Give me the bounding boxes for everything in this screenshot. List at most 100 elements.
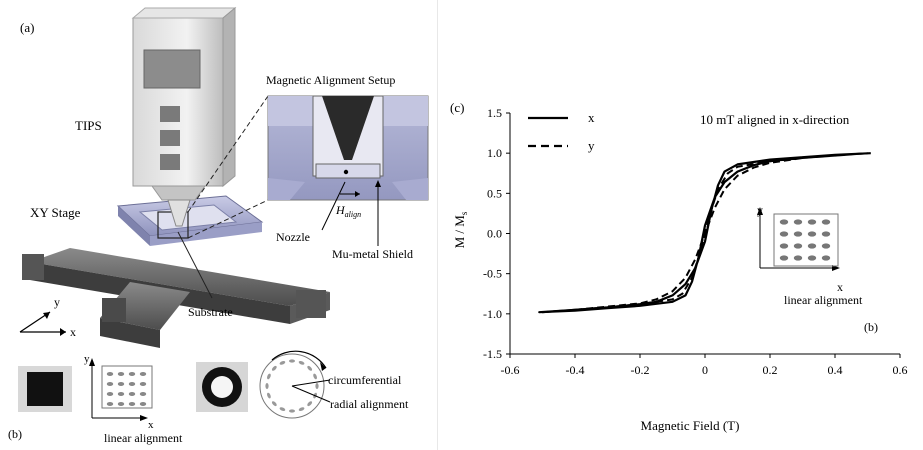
legend-label-x: x (588, 110, 595, 125)
inset-axis-y: y (757, 203, 763, 217)
panel-divider (437, 0, 438, 450)
y-tick-label: 0.5 (487, 186, 502, 200)
alignment-dot (807, 243, 817, 249)
chart-panel-label: (c) (450, 100, 464, 115)
series-line-y (541, 152, 868, 314)
xy-rails (22, 248, 330, 348)
x-tick-label: 0.6 (893, 363, 908, 377)
circumferential-label: circumferential (328, 373, 402, 387)
radial-dot (265, 383, 269, 389)
radial-dot (279, 407, 286, 411)
y-tick-label: -1.0 (483, 307, 502, 321)
alignment-dot (821, 255, 831, 261)
radial-dot (307, 365, 313, 371)
alignment-dot (117, 382, 125, 386)
radial-dot (298, 361, 305, 365)
alignment-dot (139, 372, 147, 376)
alignment-dot (128, 382, 136, 386)
y-tick-label: -1.5 (483, 347, 502, 361)
xy-stage-label: XY Stage (30, 205, 81, 220)
alignment-dot (793, 231, 803, 237)
radial-dot (298, 407, 305, 411)
y-tick-label: 1.5 (487, 106, 502, 120)
alignment-dot (793, 255, 803, 261)
linear-axis-x: x (148, 419, 154, 431)
alignment-dot (779, 219, 789, 225)
radial-dot (271, 401, 277, 407)
alignment-dot (128, 402, 136, 406)
alignment-dot (128, 392, 136, 396)
alignment-dot (779, 243, 789, 249)
chart-sub-label: (b) (864, 320, 878, 334)
alignment-dot (139, 382, 147, 386)
series-line-x (538, 152, 871, 314)
y-tick-label: 1.0 (487, 146, 502, 160)
stage-axes (19, 311, 66, 336)
radial-dot (271, 365, 277, 371)
radial-dot (267, 392, 271, 399)
alignment-dot (139, 392, 147, 396)
alignment-dot (779, 255, 789, 261)
linear-axis-y: y (84, 353, 90, 365)
alignment-dot (106, 392, 114, 396)
radial-dot (289, 359, 295, 363)
stage-axis-y: y (54, 295, 60, 309)
alignment-dot (807, 255, 817, 261)
radial-alignment-label: radial alignment (330, 397, 409, 411)
radial-alignment-diagram (259, 350, 331, 419)
inset-axis-x: x (837, 280, 843, 294)
radial-dot (315, 383, 319, 389)
linear-alignment-label: linear alignment (104, 431, 183, 445)
x-tick-label: -0.2 (631, 363, 650, 377)
radial-dot (289, 409, 295, 413)
alignment-dot (821, 219, 831, 225)
chart-series (538, 152, 871, 314)
radial-dot (279, 361, 286, 365)
alignment-dot (139, 402, 147, 406)
radial-dot (313, 373, 317, 380)
alignment-dot (807, 219, 817, 225)
alignment-dot (793, 243, 803, 249)
x-tick-label: 0.2 (763, 363, 778, 377)
tips-printer (131, 6, 237, 227)
chart-annotation: 10 mT aligned in x-direction (700, 112, 850, 127)
alignment-dot (128, 372, 136, 376)
alignment-dot (807, 231, 817, 237)
alignment-dot (117, 372, 125, 376)
radial-dot (267, 373, 271, 380)
hysteresis-chart: (c) 10 mT aligned in x-direction 1.5 1.0 0… (450, 100, 908, 433)
alignment-dot (106, 402, 114, 406)
printer-schematic: (a) TIPS XY Stage Substrate (8, 6, 429, 445)
chart-legend: xy (528, 110, 595, 153)
chart-x-label: Magnetic Field (T) (641, 418, 740, 433)
x-tick-label: 0 (702, 363, 708, 377)
inset-caption: linear alignment (784, 293, 863, 307)
substrate-label: Substrate (188, 305, 233, 319)
alignment-dot (821, 243, 831, 249)
panel-b-label: (b) (8, 427, 22, 441)
inset-title: Magnetic Alignment Setup (266, 73, 395, 87)
radial-dot (307, 401, 313, 407)
alignment-dot (821, 231, 831, 237)
alignment-dot (117, 402, 125, 406)
nozzle-label: Nozzle (276, 230, 310, 244)
tips-label: TIPS (75, 118, 102, 133)
alignment-dot (779, 231, 789, 237)
alignment-dot (793, 219, 803, 225)
stage-axis-x: x (70, 325, 76, 339)
y-tick-label: 0.0 (487, 227, 502, 241)
chart-y-label: M / Ms (452, 211, 469, 248)
x-tick-label: -0.6 (501, 363, 520, 377)
alignment-dot (106, 382, 114, 386)
legend-label-y: y (588, 138, 595, 153)
panel-a-label: (a) (20, 20, 34, 35)
x-tick-label: -0.4 (566, 363, 585, 377)
chart-inset (757, 207, 840, 271)
x-tick-label: 0.4 (828, 363, 843, 377)
y-tick-label: -0.5 (483, 267, 502, 281)
alignment-dot (117, 392, 125, 396)
field-label: Halign (335, 203, 361, 219)
alignment-inset (267, 95, 429, 201)
shield-label: Mu-metal Shield (332, 247, 413, 261)
linear-alignment-diagram (89, 358, 153, 421)
